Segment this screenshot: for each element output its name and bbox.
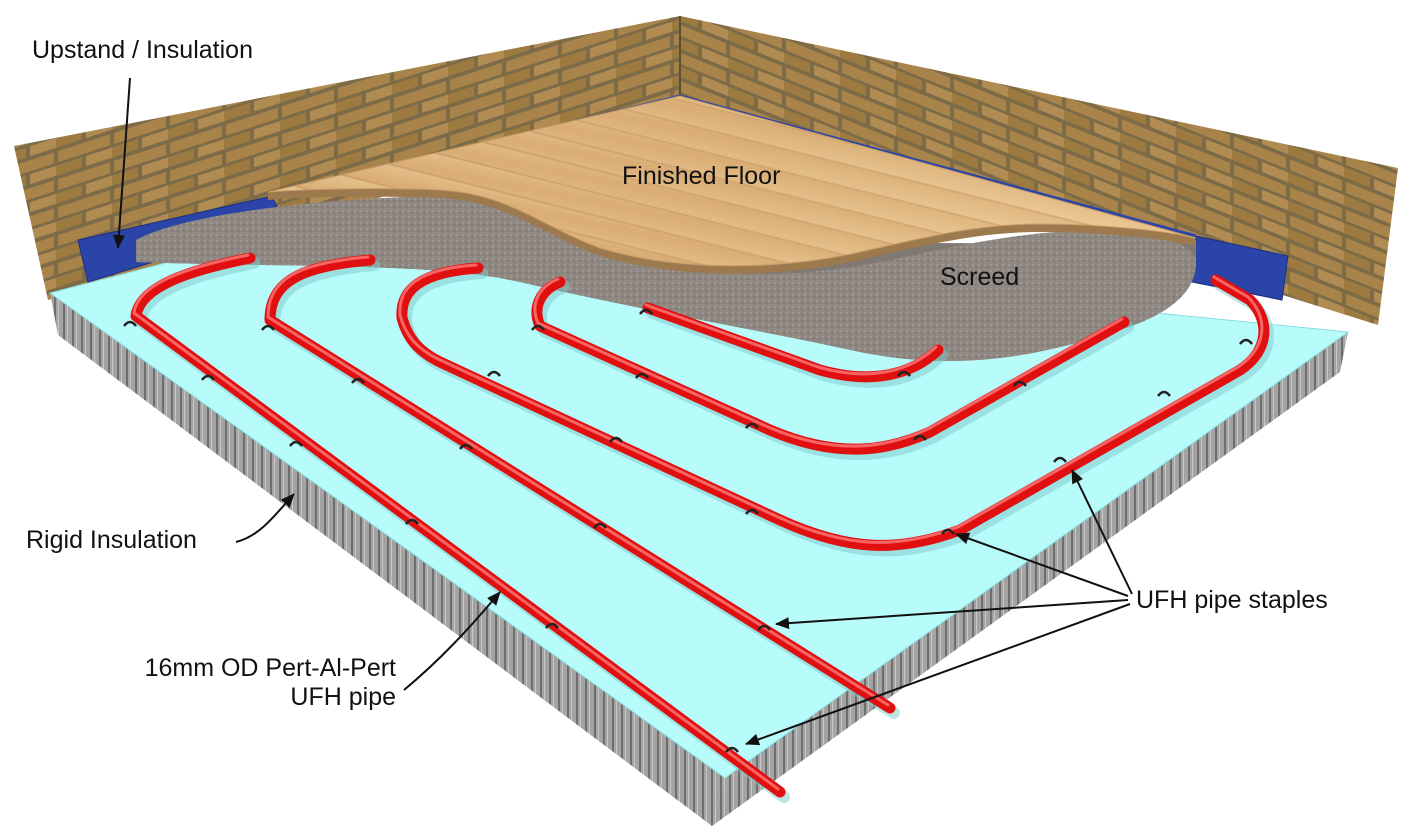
pipe-run-4 bbox=[531, 276, 1130, 455]
staple bbox=[261, 324, 275, 331]
pipe-staples bbox=[123, 308, 1253, 753]
staple bbox=[913, 434, 927, 441]
staple bbox=[545, 622, 559, 629]
staple bbox=[593, 522, 607, 529]
staple bbox=[1157, 390, 1171, 397]
screed-layer bbox=[136, 195, 1196, 361]
staple bbox=[289, 440, 303, 447]
staple bbox=[1239, 338, 1253, 345]
label-pipe-line2: UFH pipe bbox=[290, 682, 396, 711]
staple bbox=[609, 436, 623, 443]
staple bbox=[351, 377, 365, 384]
arrow-staples-4 bbox=[745, 603, 1131, 746]
pipe-run-2 bbox=[264, 254, 896, 714]
staple bbox=[725, 746, 739, 753]
finished-floor-layer bbox=[267, 95, 1197, 274]
staple bbox=[1013, 380, 1027, 387]
arrow-staples-1 bbox=[1071, 469, 1133, 595]
pipe-run-5 bbox=[642, 302, 944, 383]
label-screed: Screed bbox=[940, 263, 1020, 291]
staple bbox=[745, 508, 759, 515]
label-pipe: 16mm OD Pert-Al-Pert UFH pipe bbox=[96, 654, 396, 712]
arrow-rigid-insulation bbox=[235, 493, 295, 543]
label-rigid-insulation: Rigid Insulation bbox=[26, 526, 197, 554]
staple bbox=[201, 374, 215, 381]
staple bbox=[639, 308, 653, 315]
finished-floor-edge bbox=[268, 188, 1196, 274]
staple bbox=[897, 370, 911, 377]
pipe-run-3 bbox=[396, 262, 1270, 551]
arrow-staples-3 bbox=[775, 599, 1129, 630]
label-upstand: Upstand / Insulation bbox=[32, 36, 253, 64]
pipe-run-1 bbox=[130, 252, 786, 798]
leader-lines bbox=[112, 77, 1133, 746]
staple bbox=[459, 443, 473, 450]
staple bbox=[635, 372, 649, 379]
screed-top bbox=[136, 195, 1196, 361]
staple bbox=[1053, 456, 1067, 463]
finished-floor-top bbox=[267, 95, 1197, 267]
staple bbox=[405, 518, 419, 525]
arrow-staples-2 bbox=[955, 532, 1129, 597]
staple bbox=[487, 370, 501, 377]
ufh-pipe bbox=[130, 252, 1274, 803]
staple bbox=[941, 528, 955, 535]
label-finished-floor: Finished Floor bbox=[622, 162, 781, 190]
staple bbox=[531, 324, 545, 331]
insulation-side-left bbox=[50, 293, 725, 826]
staple bbox=[757, 624, 771, 631]
label-pipe-line1: 16mm OD Pert-Al-Pert bbox=[144, 654, 396, 682]
arrow-pipe bbox=[403, 591, 501, 691]
staple bbox=[123, 320, 137, 327]
label-staples: UFH pipe staples bbox=[1136, 586, 1328, 614]
arrow-upstand bbox=[112, 77, 131, 249]
staple bbox=[745, 422, 759, 429]
